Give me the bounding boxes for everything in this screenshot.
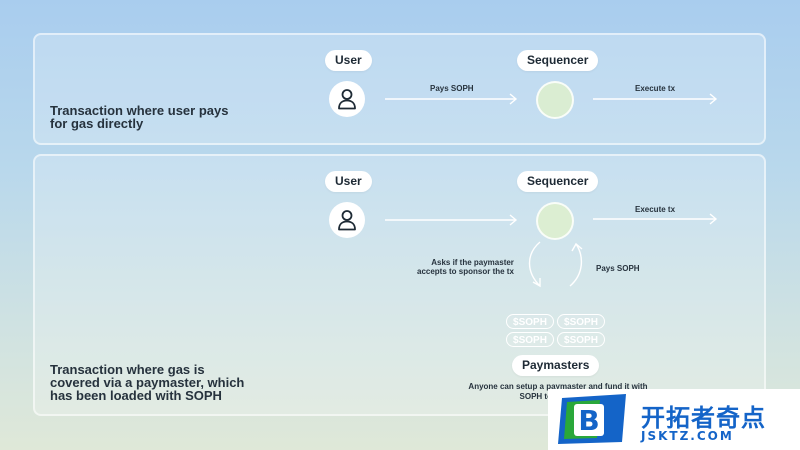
paymasters-label: Paymasters (512, 355, 600, 376)
sequencer-label: Sequencer (517, 50, 599, 71)
user-label-2: User (325, 171, 372, 192)
sequencer-node (536, 81, 574, 119)
user-icon (338, 210, 356, 231)
user-avatar-2 (329, 202, 365, 238)
svg-text:B: B (578, 404, 599, 437)
paymaster-panel (33, 154, 766, 416)
user-avatar (329, 81, 365, 117)
user-icon (338, 89, 356, 110)
execute-tx-arrow (593, 93, 718, 105)
watermark-name: 开拓者奇点 (641, 405, 766, 432)
sequencer-label-2: Sequencer (517, 171, 599, 192)
execute-tx-label-2: Execute tx (635, 205, 676, 214)
pays-soph-arrow (385, 93, 518, 105)
watermark: B 开拓者奇点 JSKTZ.COM (548, 389, 800, 450)
pays-soph-label: Pays SOPH (430, 84, 474, 93)
execute-tx-arrow-2 (593, 213, 718, 225)
pays-soph-label-2: Pays SOPH (596, 264, 640, 273)
soph-token: $SOPH (557, 332, 605, 347)
user-to-sequencer-arrow (385, 214, 518, 226)
execute-tx-label: Execute tx (635, 84, 676, 93)
direct-payment-caption: Transaction where user pays for gas dire… (50, 103, 229, 131)
soph-token: $SOPH (506, 332, 554, 347)
sponsor-request-label: Asks if the paymaster accepts to sponsor… (417, 258, 514, 276)
sequencer-node-2 (536, 202, 574, 240)
soph-token: $SOPH (557, 314, 605, 329)
paymaster-caption: Transaction where gas is covered via a p… (50, 362, 245, 403)
soph-token: $SOPH (506, 314, 554, 329)
watermark-url: JSKTZ.COM (641, 429, 734, 443)
watermark-logo: B (558, 394, 626, 444)
direct-payment-panel (33, 33, 766, 145)
user-label: User (325, 50, 372, 71)
sponsor-loop-arrows (528, 241, 583, 288)
